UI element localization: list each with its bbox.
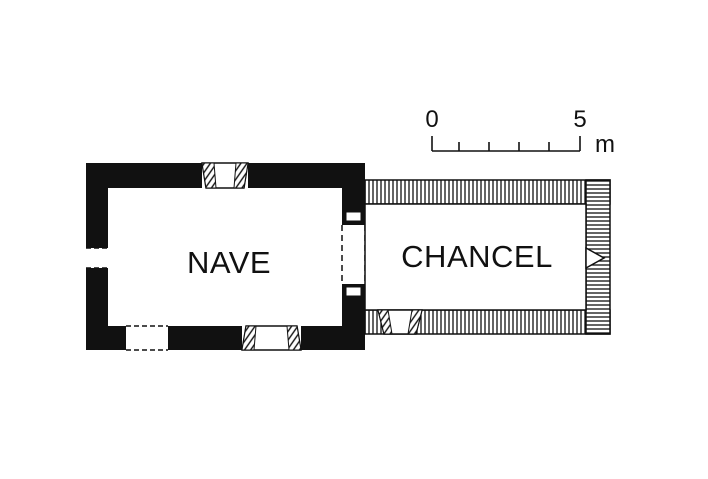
- scale-end-label: 5: [573, 106, 586, 133]
- nave-south-wall-mid: [168, 326, 242, 350]
- nave-west-doorway: [86, 247, 108, 269]
- nave-walls: [86, 163, 365, 350]
- scale-unit-label: m: [595, 131, 615, 158]
- chancel-arch-south-pier: [342, 284, 365, 350]
- scale-start-label: 0: [425, 106, 438, 133]
- chancel-walls: [364, 179, 611, 335]
- nave-south-doorway: [126, 325, 168, 351]
- nave-south-window: [241, 325, 302, 351]
- chancel-north-wall: [364, 179, 611, 205]
- nave-south-wall-west: [86, 326, 126, 350]
- nave-north-window: [201, 162, 249, 189]
- chancel-label: CHANCEL: [401, 239, 553, 274]
- nave-west-wall-upper: [86, 163, 108, 248]
- nave-label: NAVE: [187, 245, 271, 280]
- chancel-arch-north-pier: [342, 163, 365, 225]
- chancel-east-window: [585, 246, 606, 270]
- scale-bar: [431, 136, 581, 152]
- chancel-south-window: [377, 309, 423, 335]
- chancel-arch-opening: [341, 225, 366, 284]
